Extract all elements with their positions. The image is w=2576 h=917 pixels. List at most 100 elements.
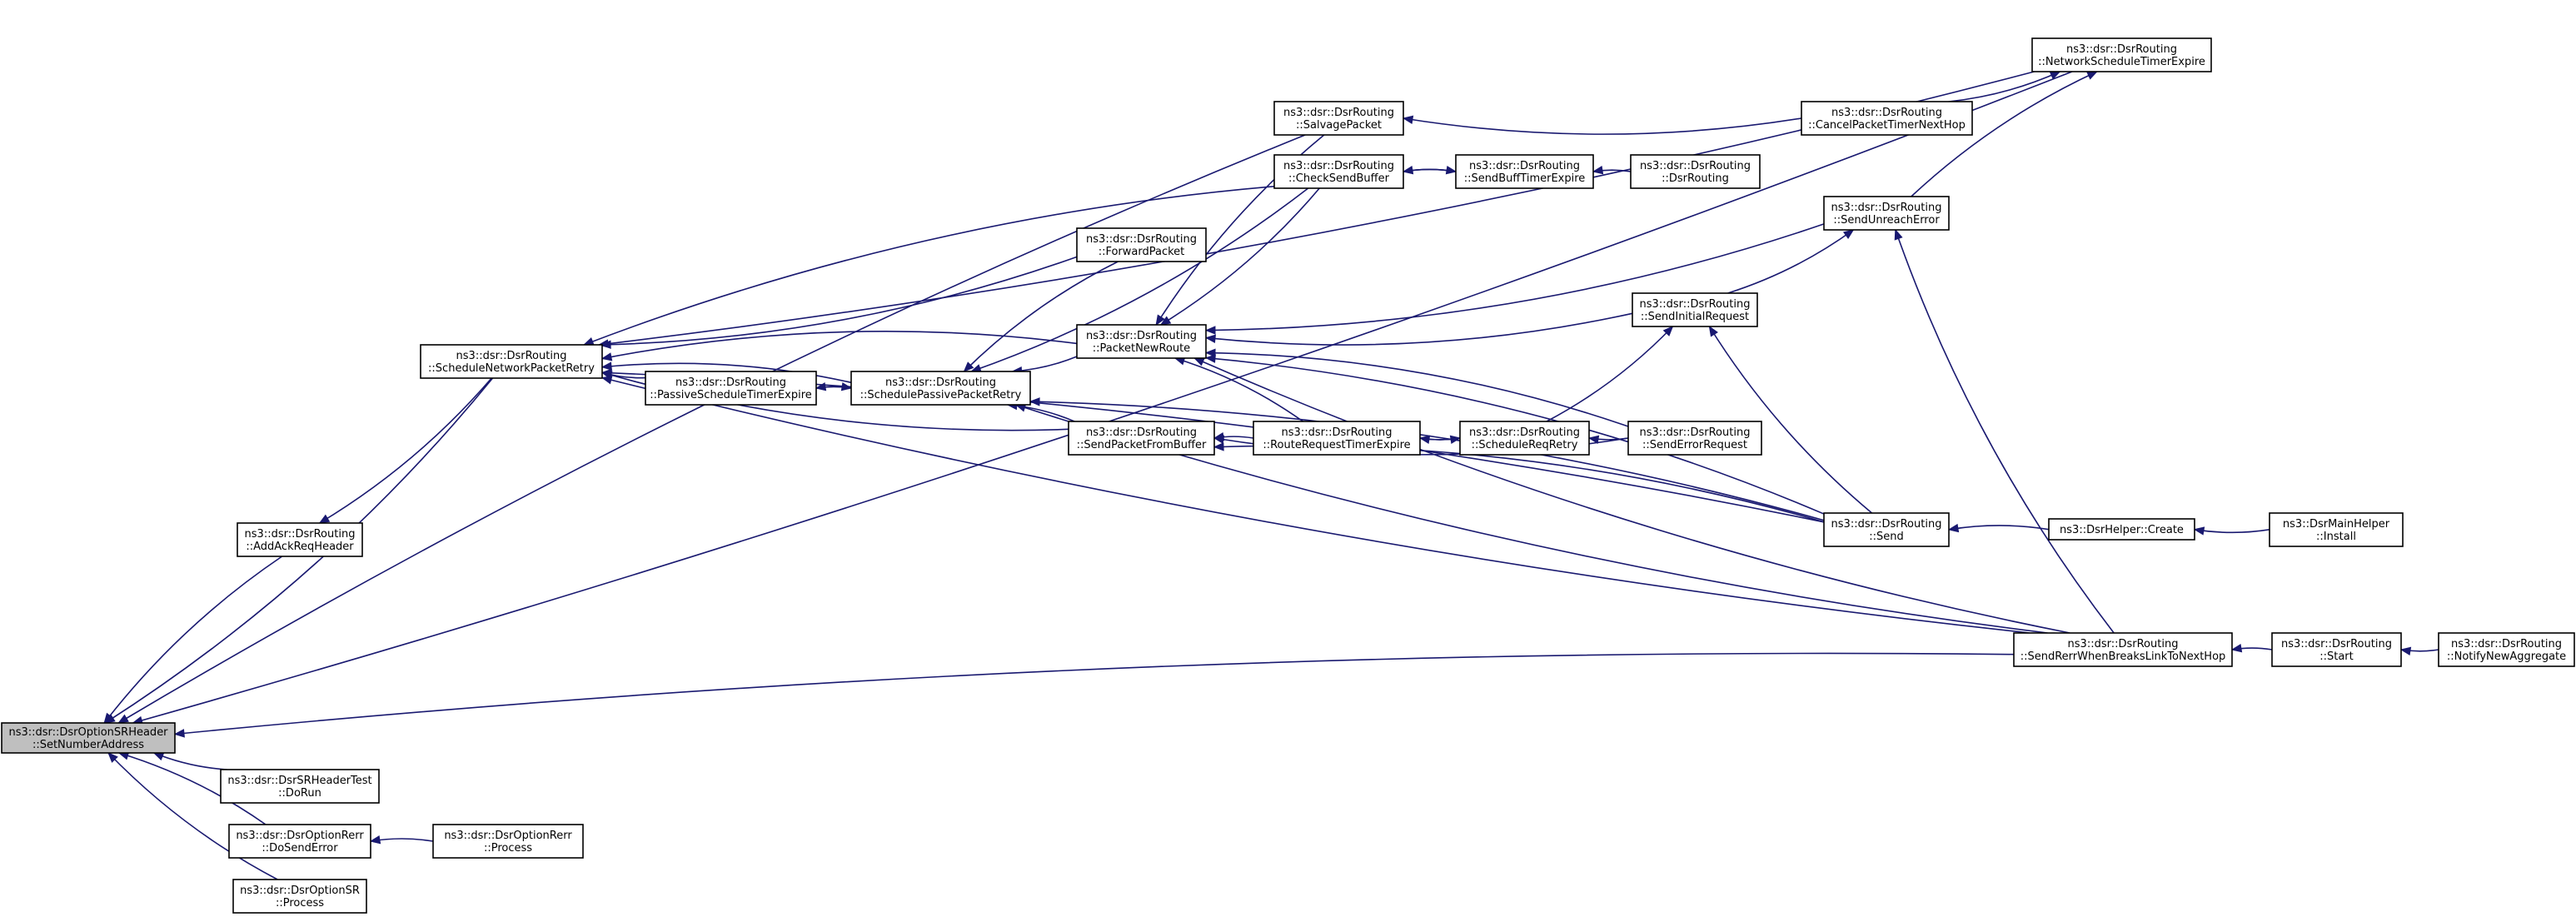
node-routereqexpire[interactable]: ns3::dsr::DsrRouting::RouteRequestTimerE… <box>1253 421 1421 456</box>
node-box-rerrprocess[interactable] <box>432 824 584 859</box>
node-optsrprocess[interactable]: ns3::dsr::DsrOptionSR::Process <box>232 879 367 914</box>
node-salvage[interactable]: ns3::dsr::DsrRouting::SalvagePacket <box>1273 101 1404 136</box>
node-box-sendunreach[interactable] <box>1823 196 1950 231</box>
node-mainhelper[interactable]: ns3::DsrMainHelper::Install <box>2269 512 2404 547</box>
node-label-sendinitreq-line-1: ::SendInitialRequest <box>1641 311 1749 323</box>
node-send[interactable]: ns3::dsr::DsrRouting::Send <box>1823 512 1950 547</box>
node-label-routereqexpire-line-1: ::RouteRequestTimerExpire <box>1263 439 1410 451</box>
node-box-forwardpacket[interactable] <box>1076 227 1207 262</box>
node-box-setnumaddr[interactable] <box>1 722 176 754</box>
node-box-mainhelper[interactable] <box>2269 512 2404 547</box>
node-addackreq[interactable]: ns3::dsr::DsrRouting::AddAckReqHeader <box>237 522 363 557</box>
node-label-salvage-line-0: ns3::dsr::DsrRouting <box>1283 107 1394 119</box>
node-label-passivetimerexp-line-0: ns3::dsr::DsrRouting <box>675 376 786 389</box>
node-sendinitreq[interactable]: ns3::dsr::DsrRouting::SendInitialRequest <box>1632 292 1758 327</box>
node-box-ctor[interactable] <box>1630 154 1761 189</box>
node-notifyagg[interactable]: ns3::dsr::DsrRouting::NotifyNewAggregate <box>2438 632 2575 667</box>
node-label-schednetretry-line-1: ::ScheduleNetworkPacketRetry <box>428 362 595 375</box>
node-sendunreach[interactable]: ns3::dsr::DsrRouting::SendUnreachError <box>1823 196 1950 231</box>
node-helpercreate[interactable]: ns3::DsrHelper::Create <box>2048 518 2195 541</box>
node-box-checksendbuffer[interactable] <box>1273 154 1404 189</box>
node-label-sendrerr-line-0: ns3::dsr::DsrRouting <box>2068 638 2179 650</box>
edge-schednetretry-to-addackreq <box>319 377 492 524</box>
edge-send-to-schedpassive <box>1029 401 1825 521</box>
arrowhead-sendunreach-to-netschedtimer <box>2086 71 2098 80</box>
arrowhead-sendinitreq-to-packetnewroute <box>1204 334 1216 343</box>
node-label-srheadertest-line-0: ns3::dsr::DsrSRHeaderTest <box>227 775 371 787</box>
node-sendbufftimer[interactable]: ns3::dsr::DsrRouting::SendBuffTimerExpir… <box>1455 154 1594 189</box>
node-box-packetnewroute[interactable] <box>1076 324 1207 359</box>
node-box-addackreq[interactable] <box>237 522 363 557</box>
node-label-schedreqretry-line-1: ::ScheduleReqRetry <box>1472 439 1578 451</box>
node-box-passivetimerexp[interactable] <box>645 371 817 406</box>
node-packetnewroute[interactable]: ns3::dsr::DsrRouting::PacketNewRoute <box>1076 324 1207 359</box>
node-box-salvage[interactable] <box>1273 101 1404 136</box>
node-box-helpercreate[interactable] <box>2048 518 2195 541</box>
node-label-packetnewroute-line-0: ns3::dsr::DsrRouting <box>1086 330 1197 342</box>
node-label-sendrerr-line-1: ::SendRerrWhenBreaksLinkToNextHop <box>2020 650 2226 663</box>
node-forwardpacket[interactable]: ns3::dsr::DsrRouting::ForwardPacket <box>1076 227 1207 262</box>
node-netschedtimer[interactable]: ns3::dsr::DsrRouting::NetworkScheduleTim… <box>2031 37 2212 72</box>
arrowhead-schednetretry-to-addackreq <box>318 514 331 524</box>
node-box-sendbufftimer[interactable] <box>1455 154 1594 189</box>
node-box-schedreqretry[interactable] <box>1459 421 1590 456</box>
edge-routereqexpire-to-packetnewroute <box>1174 357 1304 422</box>
edge-schedpassive-to-schednetretry <box>601 362 852 384</box>
edge-senderrorreq-to-packetnewroute <box>1205 351 1629 427</box>
node-box-send[interactable] <box>1823 512 1950 547</box>
edge-sendrerr-to-setnumaddr <box>174 652 2015 735</box>
node-layer: ns3::dsr::DsrOptionSRHeader::SetNumberAd… <box>1 37 2575 914</box>
node-label-sendinitreq-line-0: ns3::dsr::DsrRouting <box>1640 298 1751 311</box>
node-schedreqretry[interactable]: ns3::dsr::DsrRouting::ScheduleReqRetry <box>1459 421 1590 456</box>
node-schednetretry[interactable]: ns3::dsr::DsrRouting::ScheduleNetworkPac… <box>420 344 603 379</box>
node-label-forwardpacket-line-0: ns3::dsr::DsrRouting <box>1086 233 1197 246</box>
node-dosenderror[interactable]: ns3::dsr::DsrOptionRerr::DoSendError <box>228 824 371 859</box>
edge-sendrerr-to-packetnewroute <box>1193 357 2070 634</box>
node-box-senderrorreq[interactable] <box>1627 421 1762 456</box>
node-checksendbuffer[interactable]: ns3::dsr::DsrRouting::CheckSendBuffer <box>1273 154 1404 189</box>
node-label-routereqexpire-line-0: ns3::dsr::DsrRouting <box>1282 426 1393 439</box>
node-senderrorreq[interactable]: ns3::dsr::DsrRouting::SendErrorRequest <box>1627 421 1762 456</box>
node-box-schednetretry[interactable] <box>420 344 603 379</box>
edge-sendrerr-to-schednetretry <box>601 376 2030 634</box>
node-box-cancelpacket[interactable] <box>1801 101 1973 136</box>
node-ctor[interactable]: ns3::dsr::DsrRouting::DsrRouting <box>1630 154 1761 189</box>
node-cancelpacket[interactable]: ns3::dsr::DsrRouting::CancelPacketTimerN… <box>1801 101 1973 136</box>
arrowhead-checksendbuffer-to-packetnewroute <box>1159 316 1172 326</box>
node-box-srheadertest[interactable] <box>220 769 380 804</box>
node-box-notifyagg[interactable] <box>2438 632 2575 667</box>
node-box-dosenderror[interactable] <box>228 824 371 859</box>
node-setnumaddr[interactable]: ns3::dsr::DsrOptionSRHeader::SetNumberAd… <box>1 722 176 754</box>
node-srheadertest[interactable]: ns3::dsr::DsrSRHeaderTest::DoRun <box>220 769 380 804</box>
node-schedpassive[interactable]: ns3::dsr::DsrRouting::SchedulePassivePac… <box>850 371 1031 406</box>
node-start[interactable]: ns3::dsr::DsrRouting::Start <box>2271 632 2402 667</box>
node-box-schedpassive[interactable] <box>850 371 1031 406</box>
node-sendrerr[interactable]: ns3::dsr::DsrRouting::SendRerrWhenBreaks… <box>2013 632 2233 667</box>
arrowhead-helpercreate-to-send <box>1947 523 1960 533</box>
edge-schedreqretry-to-sendinitreq <box>1546 326 1674 422</box>
node-box-sendfrombuffer[interactable] <box>1068 421 1215 456</box>
node-passivetimerexp[interactable]: ns3::dsr::DsrRouting::PassiveScheduleTim… <box>645 371 817 406</box>
node-label-rerrprocess-line-1: ::Process <box>484 842 532 855</box>
node-box-optsrprocess[interactable] <box>232 879 367 914</box>
node-label-netschedtimer-line-0: ns3::dsr::DsrRouting <box>2066 43 2177 56</box>
node-label-setnumaddr-line-1: ::SetNumberAddress <box>32 739 144 751</box>
node-box-sendrerr[interactable] <box>2013 632 2233 667</box>
node-sendfrombuffer[interactable]: ns3::dsr::DsrRouting::SendPacketFromBuff… <box>1068 421 1215 456</box>
edge-optsrprocess-to-setnumaddr <box>107 752 278 880</box>
node-box-sendinitreq[interactable] <box>1632 292 1758 327</box>
node-box-netschedtimer[interactable] <box>2031 37 2212 72</box>
node-label-ctor-line-0: ns3::dsr::DsrRouting <box>1640 160 1751 172</box>
node-label-start-line-0: ns3::dsr::DsrRouting <box>2281 638 2392 650</box>
edge-packetnewroute-to-schednetretry <box>601 331 1078 360</box>
arrowhead-forwardpacket-to-schedpassive <box>963 361 974 372</box>
edge-sendinitreq-to-sendunreach <box>1727 229 1854 294</box>
node-label-senderrorreq-line-0: ns3::dsr::DsrRouting <box>1640 426 1751 439</box>
node-box-start[interactable] <box>2271 632 2402 667</box>
node-box-routereqexpire[interactable] <box>1253 421 1421 456</box>
arrowhead-rerrprocess-to-dosenderror <box>369 835 381 845</box>
arrowhead-senderrorreq-to-schedreqretry <box>1587 435 1600 444</box>
arrowhead-salvage-to-setnumaddr <box>117 714 129 724</box>
node-label-cancelpacket-line-0: ns3::dsr::DsrRouting <box>1831 107 1942 119</box>
node-rerrprocess[interactable]: ns3::dsr::DsrOptionRerr::Process <box>432 824 584 859</box>
